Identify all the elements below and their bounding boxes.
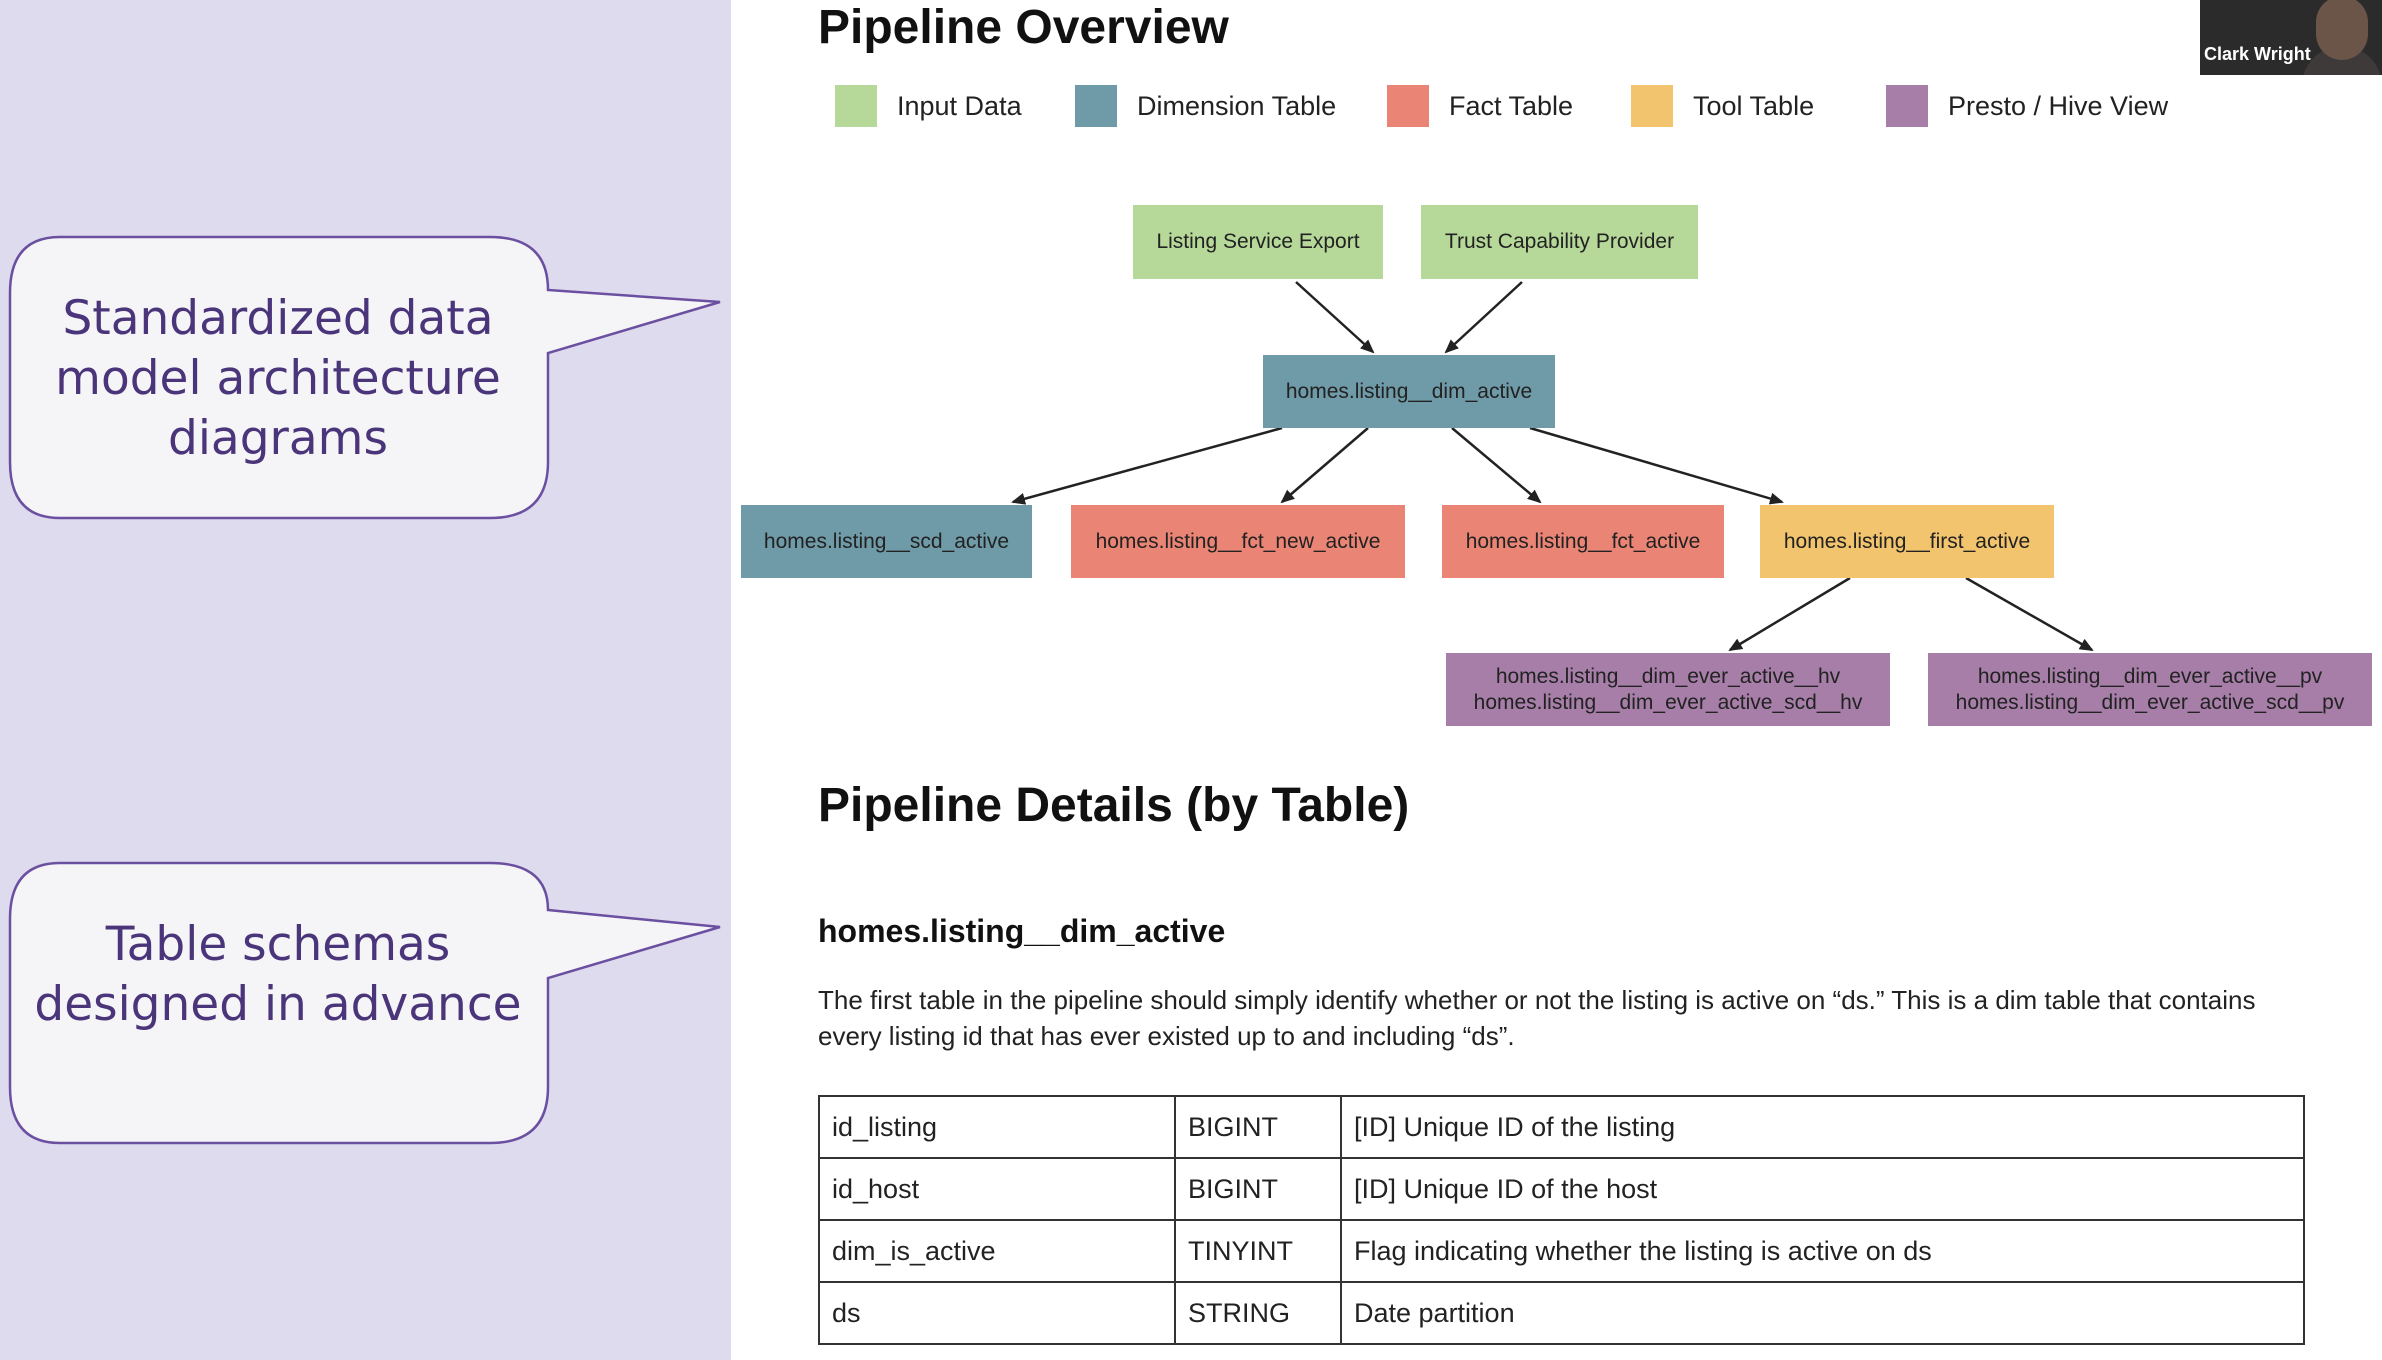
arrow-dim-to-fct — [1451, 427, 1542, 504]
node-fct-active: homes.listing__fct_active — [1442, 505, 1724, 578]
page-title: Pipeline Overview — [818, 1, 1229, 54]
column-name-cell: id_listing — [818, 1095, 1176, 1159]
section-title: Pipeline Details (by Table) — [818, 779, 1410, 832]
node-scd-active: homes.listing__scd_active — [741, 505, 1032, 578]
column-type-cell: TINYINT — [1174, 1219, 1342, 1283]
legend-item-input-data: Input Data — [835, 84, 1022, 128]
node-pv-scd-view-line: homes.listing__dim_ever_active_scd__pv — [1955, 690, 2345, 714]
legend-swatch — [1075, 85, 1117, 127]
table-description: The first table in the pipeline should s… — [818, 985, 2256, 1051]
table-row: dim_is_active TINYINT Flag indicating wh… — [818, 1219, 2305, 1283]
callout-text-architecture: Standardized data model architecture dia… — [55, 291, 501, 466]
legend-item-dimension-table: Dimension Table — [1075, 84, 1336, 128]
legend-swatch — [1387, 85, 1429, 127]
arrow-dim-to-fct-new — [1280, 427, 1369, 504]
node-dim-active: homes.listing__dim_active — [1263, 355, 1555, 428]
table-row: ds STRING Date partition — [818, 1281, 2305, 1345]
column-description-cell: [ID] Unique ID of the listing — [1340, 1095, 2305, 1159]
presenter-avatar — [2316, 0, 2368, 60]
table-row: id_listing BIGINT [ID] Unique ID of the … — [818, 1095, 2305, 1159]
column-name-cell: id_host — [818, 1157, 1176, 1221]
legend-item-tool-table: Tool Table — [1631, 84, 1814, 128]
arrow-trust-to-dim — [1444, 281, 1523, 354]
presenter-name: Clark Wright — [2204, 44, 2311, 64]
callout-shapes — [8, 235, 721, 1145]
column-description-cell: Flag indicating whether the listing is a… — [1340, 1219, 2305, 1283]
node-pv-view-line: homes.listing__dim_ever_active__pv — [1977, 664, 2323, 688]
node-pv-views: homes.listing__dim_ever_active__pv homes… — [1928, 653, 2372, 726]
node-listing-service-export: Listing Service Export — [1133, 205, 1383, 279]
column-name-cell: ds — [818, 1281, 1176, 1345]
legend-label: Fact Table — [1449, 90, 1574, 121]
presenter-video-thumbnail: Clark Wright — [2200, 0, 2382, 75]
legend-swatch — [835, 85, 877, 127]
arrow-first-to-hv — [1728, 576, 1851, 652]
arrow-export-to-dim — [1295, 281, 1375, 354]
arrow-dim-to-scd — [1011, 426, 1283, 505]
arrow-dim-to-first — [1529, 426, 1784, 505]
legend-item-presto-hive-view: Presto / Hive View — [1886, 84, 2168, 128]
legend-label: Dimension Table — [1137, 90, 1337, 121]
legend-item-fact-table: Fact Table — [1387, 84, 1573, 128]
column-type-cell: BIGINT — [1174, 1157, 1342, 1221]
node-first-active: homes.listing__first_active — [1760, 505, 2054, 578]
column-description-cell: Date partition — [1340, 1281, 2305, 1345]
legend-swatch — [1631, 85, 1673, 127]
schema-table: id_listing BIGINT [ID] Unique ID of the … — [818, 1095, 2305, 1345]
legend-label: Tool Table — [1693, 90, 1815, 121]
column-type-cell: BIGINT — [1174, 1095, 1342, 1159]
column-type-cell: STRING — [1174, 1281, 1342, 1345]
legend-label: Input Data — [897, 90, 1022, 121]
node-hv-view-line: homes.listing__dim_ever_active__hv — [1495, 664, 1841, 688]
node-fct-new-active: homes.listing__fct_new_active — [1071, 505, 1405, 578]
arrow-first-to-pv — [1965, 576, 2094, 652]
table-row: id_host BIGINT [ID] Unique ID of the hos… — [818, 1157, 2305, 1221]
callout-text-schemas: Table schemas designed in advance — [34, 917, 522, 1032]
node-hv-views: homes.listing__dim_ever_active__hv homes… — [1446, 653, 1890, 726]
column-name-cell: dim_is_active — [818, 1219, 1176, 1283]
column-description-cell: [ID] Unique ID of the host — [1340, 1157, 2305, 1221]
callout-bubble-1 — [8, 235, 721, 520]
legend-label: Presto / Hive View — [1948, 90, 2169, 121]
legend-swatch — [1886, 85, 1928, 127]
node-hv-scd-view-line: homes.listing__dim_ever_active_scd__hv — [1473, 690, 1863, 714]
node-trust-capability-provider: Trust Capability Provider — [1421, 205, 1698, 279]
table-name-heading: homes.listing__dim_active — [818, 913, 1226, 949]
callout-bubble-2 — [8, 861, 721, 1145]
